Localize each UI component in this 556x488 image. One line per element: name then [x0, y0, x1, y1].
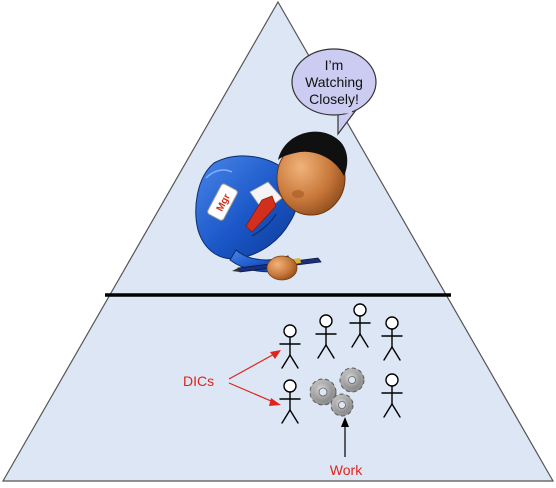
stick-figure-icon: [279, 324, 301, 369]
manager-tie: [245, 195, 277, 233]
speech-bubble: I’m Watching Closely!: [291, 48, 377, 136]
work-label: Work: [330, 462, 363, 478]
manager-hand: [266, 255, 298, 281]
stick-figure-icon: [381, 316, 403, 361]
stick-figure-icon: [279, 379, 301, 424]
speech-line-3: Closely!: [309, 91, 359, 107]
stick-figure-icon: [349, 303, 371, 348]
dics-label: DICs: [183, 373, 214, 389]
stick-figure-icon: [315, 314, 337, 359]
work-annotation: Work: [330, 417, 363, 478]
manager-badge: Mgr: [207, 183, 238, 221]
gears-icon: [309, 367, 365, 417]
dics-annotation: DICs: [183, 350, 281, 406]
manager-suit: [195, 155, 299, 260]
speech-line-1: I’m: [325, 57, 344, 73]
speech-line-2: Watching: [305, 74, 363, 90]
stick-figure-icon-group: [279, 303, 403, 424]
manager-hair: [278, 131, 348, 176]
manager-head: [276, 131, 348, 216]
manager-figure: Mgr: [195, 131, 348, 281]
stick-figure-icon: [381, 373, 403, 418]
